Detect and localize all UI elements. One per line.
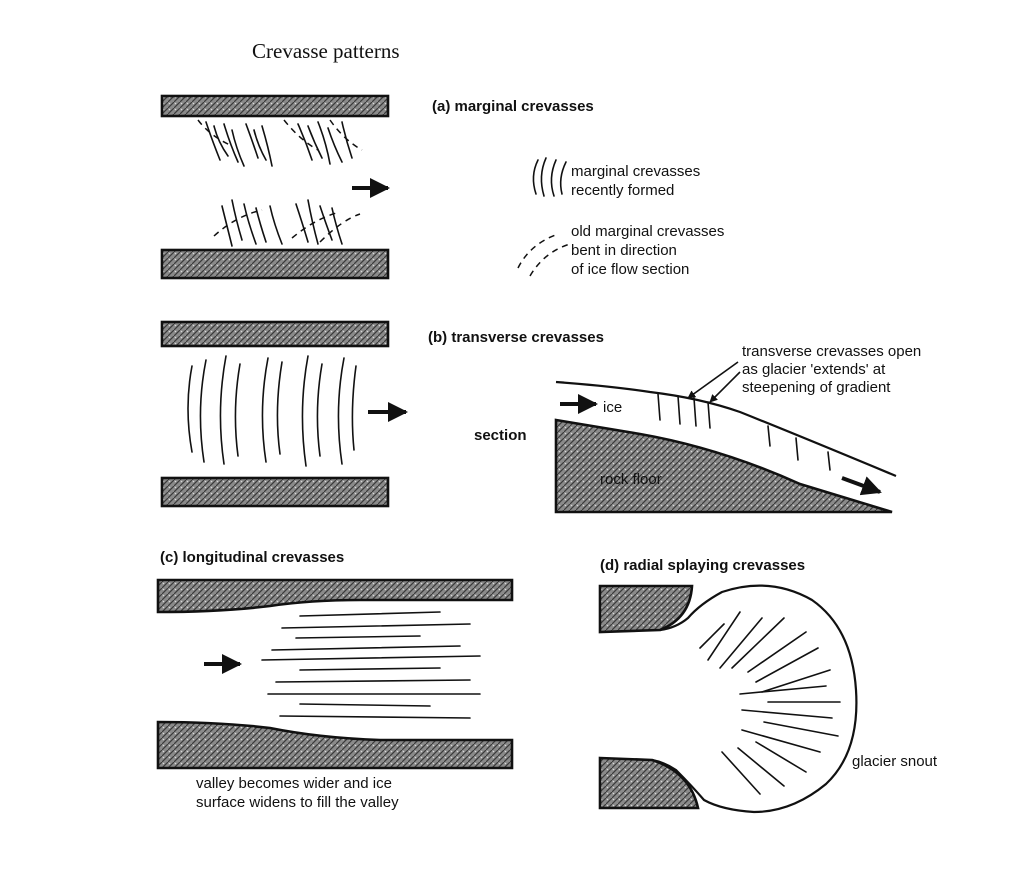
note-pointer-2	[709, 371, 741, 403]
panel-d-radial: (d) radial splaying crevasses glacier sn…	[598, 557, 938, 814]
panel-b-note-line2: as glacier 'extends' at	[742, 361, 886, 378]
longitudinal-crevasses	[261, 611, 481, 719]
marginal-crevasses-top	[197, 119, 363, 167]
valley-wall-bottom	[156, 720, 514, 770]
ice-flow-arrow-down	[841, 476, 882, 496]
panel-c-caption-line1: valley becomes wider and ice	[196, 775, 392, 792]
legend-old-line2: bent in direction	[571, 242, 677, 259]
valley-wall-top	[160, 320, 390, 348]
valley-wall-bottom	[160, 476, 390, 508]
glacier-snout-label: glacier snout	[852, 753, 938, 770]
radial-crevasses	[699, 611, 841, 795]
valley-wall-top	[156, 578, 514, 614]
glacier-snout-outline	[651, 584, 858, 814]
panel-b-label: (b) transverse crevasses	[428, 329, 604, 346]
panel-a-marginal: (a) marginal crevasses marginal crevasse…	[160, 94, 724, 280]
panel-c-longitudinal: (c) longitudinal crevasses valley become…	[156, 549, 514, 811]
valley-wall-bottom	[160, 248, 390, 280]
note-pointer-1	[687, 361, 739, 399]
legend-old-crevasses-symbol	[517, 233, 571, 277]
panel-b-note-line1: transverse crevasses open	[742, 343, 921, 360]
panel-a-label: (a) marginal crevasses	[432, 98, 594, 115]
valley-wall-top	[160, 94, 390, 118]
legend-new-line2: recently formed	[571, 182, 674, 199]
marginal-crevasses-bottom	[213, 199, 361, 247]
legend-new-line1: marginal crevasses	[571, 163, 700, 180]
section-label: section	[474, 427, 527, 444]
rock-floor-label: rock floor	[600, 471, 662, 488]
rock-floor-section	[554, 418, 893, 514]
transverse-crevasses-section	[657, 393, 831, 471]
ice-surface	[555, 380, 897, 478]
legend-old-line1: old marginal crevasses	[571, 223, 724, 240]
valley-wall-bottom	[598, 756, 700, 810]
panel-c-label: (c) longitudinal crevasses	[160, 549, 344, 566]
ice-label: ice	[603, 399, 622, 416]
panel-b-transverse: (b) transverse crevasses transverse crev…	[160, 320, 921, 514]
panel-c-caption-line2: surface widens to fill the valley	[196, 794, 399, 811]
transverse-crevasses-plan	[187, 355, 357, 467]
panel-d-label: (d) radial splaying crevasses	[600, 557, 805, 574]
figure-title: Crevasse patterns	[252, 39, 400, 63]
legend-old-line3: of ice flow section	[571, 261, 689, 278]
legend-new-crevasses-symbol	[532, 157, 567, 197]
panel-b-note-line3: steepening of gradient	[742, 379, 891, 396]
